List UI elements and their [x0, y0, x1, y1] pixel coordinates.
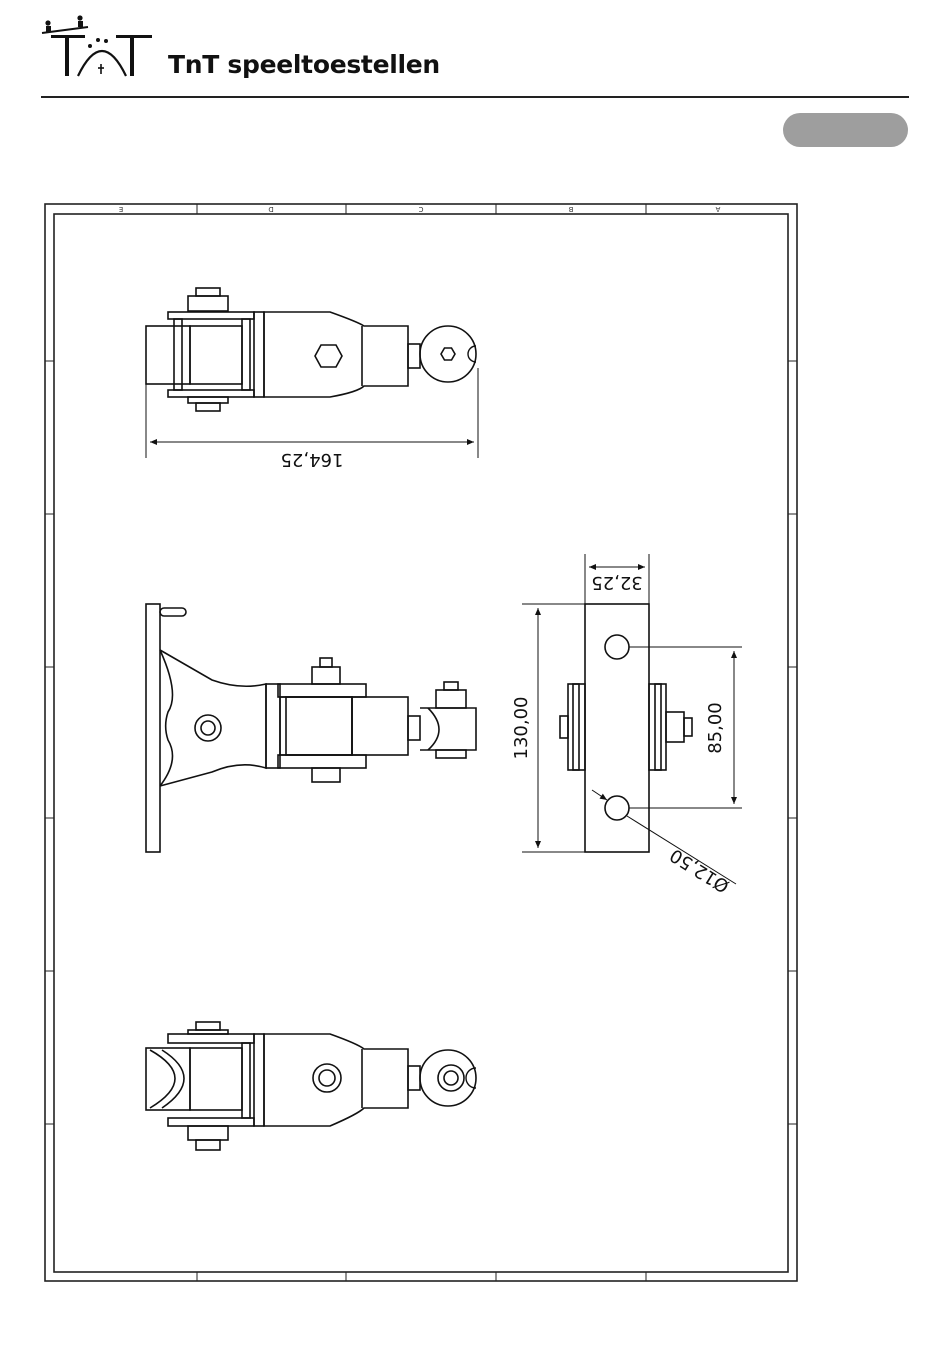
dimension-label: 32,25: [591, 572, 643, 593]
zone-letter: A: [715, 205, 720, 213]
dimension-width: 32,25: [585, 554, 649, 604]
dimension-label: 85,00: [705, 702, 726, 754]
dimension-height: 130,00: [511, 604, 585, 852]
dimension-label: 164,25: [281, 449, 344, 470]
dimension-hole-spacing: 85,00: [629, 647, 742, 808]
zone-letter: C: [418, 205, 423, 213]
zone-letter: E: [119, 205, 123, 213]
zone-letters: E D C B A: [119, 205, 721, 213]
bottom-view: [146, 1022, 476, 1150]
zone-letter: B: [568, 205, 573, 213]
zone-letter: D: [268, 205, 273, 213]
front-view: [560, 604, 692, 852]
dimension-hole-diameter: Ø12,50: [592, 790, 736, 897]
side-view: [146, 604, 476, 852]
top-view: [146, 288, 476, 411]
dimension-label: Ø12,50: [666, 844, 733, 897]
dimension-label: 130,00: [511, 697, 532, 760]
